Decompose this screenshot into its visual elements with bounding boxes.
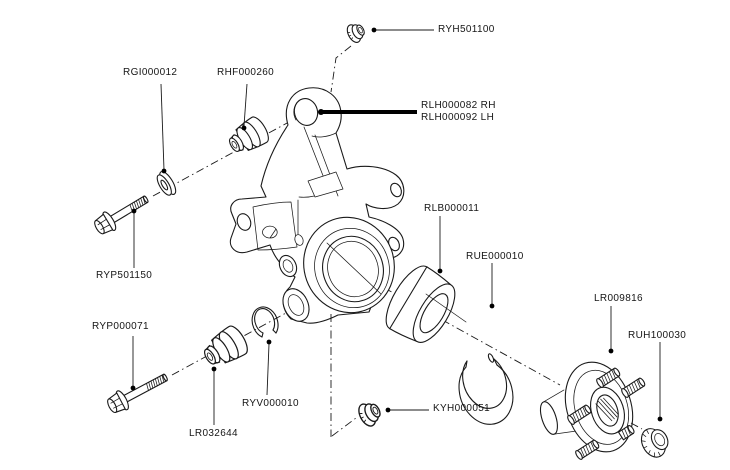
axle-nut-drawing <box>640 428 669 458</box>
part-label-ruh100030: RUH100030 <box>628 330 687 341</box>
center-lines <box>330 314 643 437</box>
part-label-ryh501100: RYH501100 <box>438 24 495 35</box>
knuckle-drawing <box>229 87 405 324</box>
part-label-kyh000051: KYH000051 <box>433 403 491 414</box>
hub-drawing <box>539 361 646 460</box>
wheel-stud <box>575 439 600 460</box>
part-label-lr009816: LR009816 <box>594 293 643 304</box>
top-nut-drawing <box>346 24 365 43</box>
lock-nut-drawing <box>358 403 381 427</box>
part-label-ryv000010: RYV000010 <box>242 398 299 409</box>
part-label-rlh000092-lh: RLH000092 LH <box>421 112 495 123</box>
upper-bolt-drawing <box>94 195 149 235</box>
lower-bushing-drawing <box>203 325 248 365</box>
wheel-stud <box>567 404 592 425</box>
part-label-rhf000260: RHF000260 <box>217 67 275 78</box>
snap-ring-small-drawing <box>251 306 279 338</box>
part-label-lr032644: LR032644 <box>189 428 238 439</box>
part-label-rue000010: RUE000010 <box>466 251 524 262</box>
lower-bolt-drawing <box>107 373 168 414</box>
wheel-stud <box>596 367 621 388</box>
part-label-ryp501150: RYP501150 <box>96 270 153 281</box>
part-label-rgi000012: RGI000012 <box>123 67 178 78</box>
upper-bushing-drawing <box>228 116 269 152</box>
part-label-rlb000011: RLB000011 <box>424 203 480 214</box>
wheel-stud <box>621 377 646 398</box>
leader-lines <box>130 27 663 425</box>
washer-drawing <box>156 170 177 196</box>
snap-ring-large-drawing <box>458 353 514 425</box>
part-label-ryp000071: RYP000071 <box>92 321 149 332</box>
bearing-drawing <box>385 265 467 343</box>
part-label-rlh000082-rh: RLH000082 RH <box>421 100 496 111</box>
